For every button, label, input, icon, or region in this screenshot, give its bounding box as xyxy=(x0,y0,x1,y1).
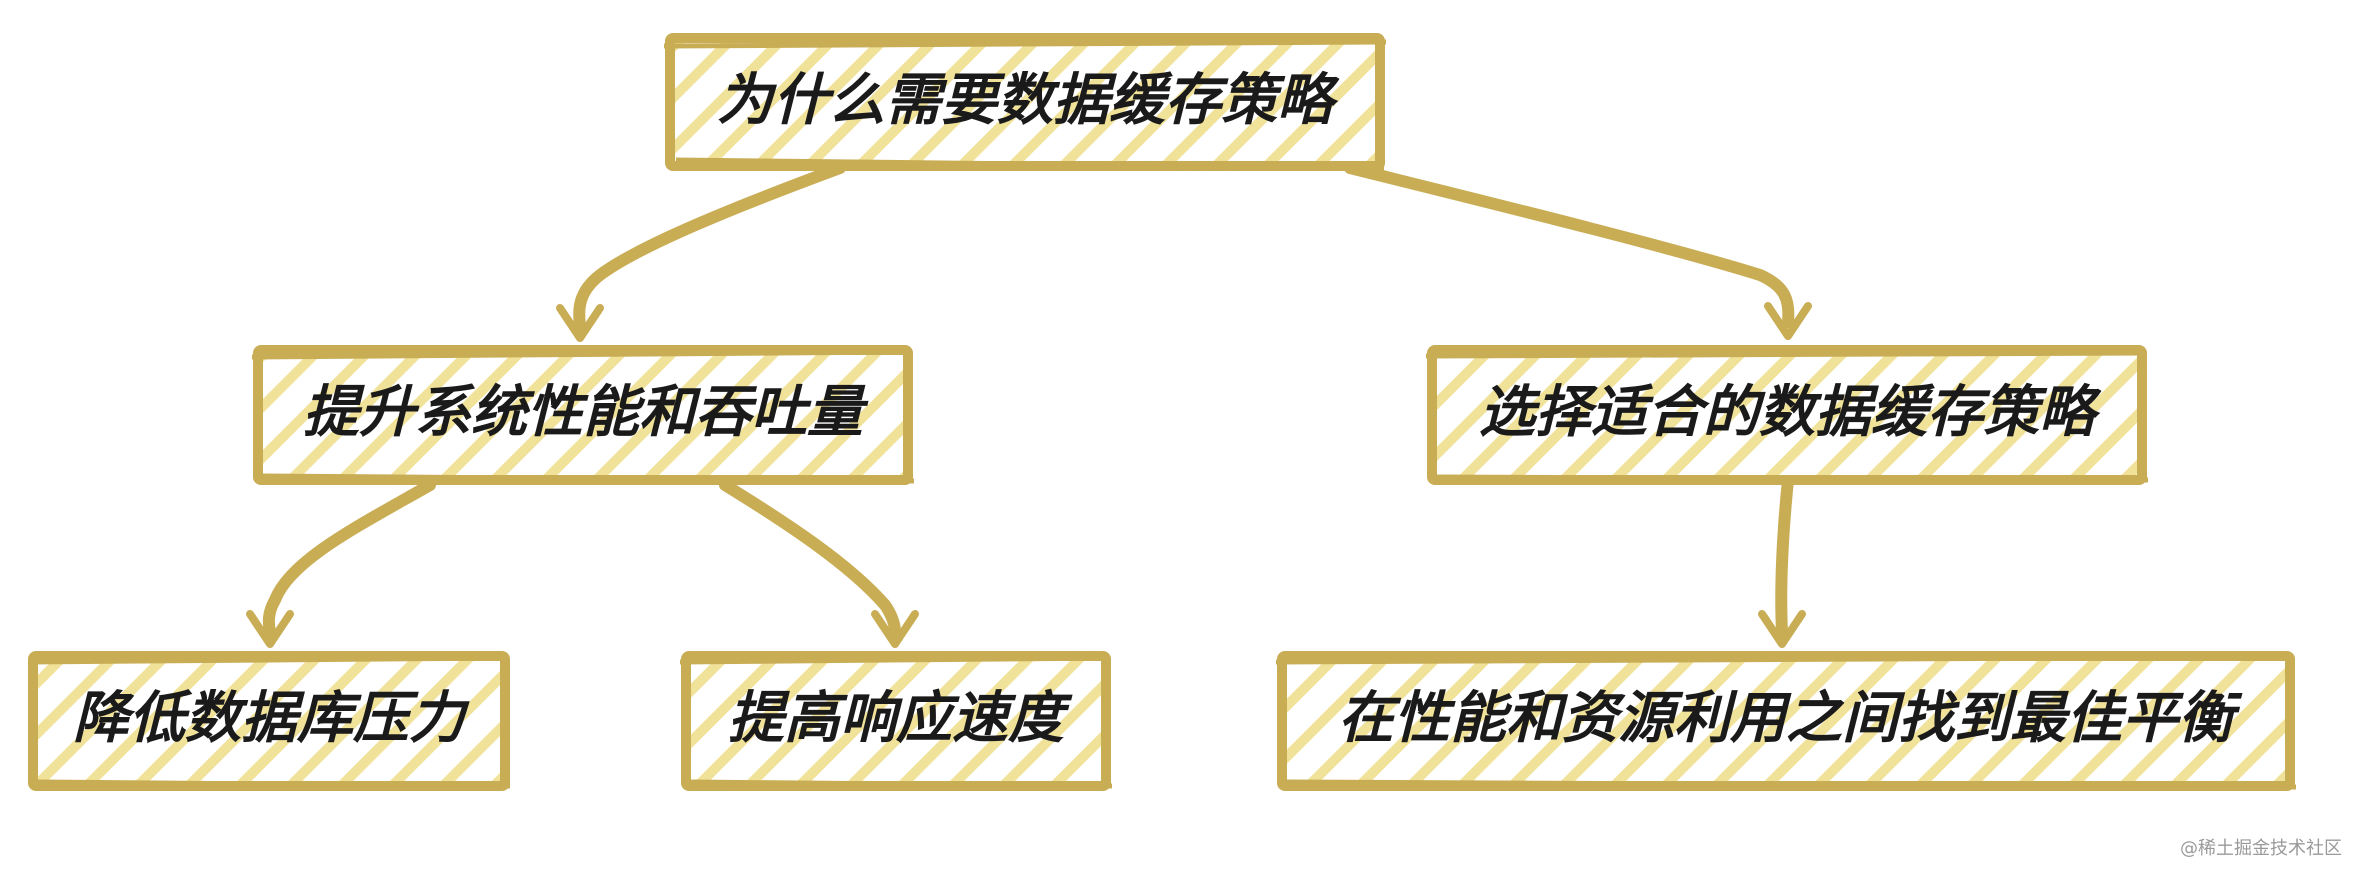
watermark: @稀土掘金技术社区 xyxy=(2180,838,2342,859)
node-root: 为什么需要数据缓存策略 xyxy=(663,33,1387,171)
node-reduce-db: 降低数据库压力 xyxy=(27,651,511,791)
connector-root-to-performance xyxy=(573,162,846,331)
node-balance: 在性能和资源利用之间找到最佳平衡 xyxy=(1275,651,2297,791)
node-reduce-db-label: 降低数据库压力 xyxy=(73,686,470,751)
connector-root-to-choose xyxy=(1344,162,1795,328)
node-performance: 提升系统性能和吞吐量 xyxy=(251,345,915,485)
node-balance-label: 在性能和资源利用之间找到最佳平衡 xyxy=(1338,686,2243,751)
node-response-label: 提高响应速度 xyxy=(728,686,1073,751)
arrowhead-choose xyxy=(1764,302,1812,340)
node-root-label: 为什么需要数据缓存策略 xyxy=(717,68,1340,133)
arrowhead-performance xyxy=(556,304,604,342)
arrowhead-reduce-db xyxy=(246,610,294,648)
node-choose: 选择适合的数据缓存策略 xyxy=(1425,345,2149,485)
connectors xyxy=(246,162,1812,648)
connector-choose-to-balance xyxy=(1775,474,1794,638)
arrowhead-response xyxy=(871,610,919,648)
node-choose-label: 选择适合的数据缓存策略 xyxy=(1479,380,2102,445)
arrowhead-balance xyxy=(1758,610,1806,648)
connector-performance-to-reduce-db xyxy=(262,479,436,638)
node-performance-label: 提升系统性能和吞吐量 xyxy=(303,380,869,445)
connector-performance-to-response xyxy=(719,479,901,638)
node-response: 提高响应速度 xyxy=(679,651,1113,791)
